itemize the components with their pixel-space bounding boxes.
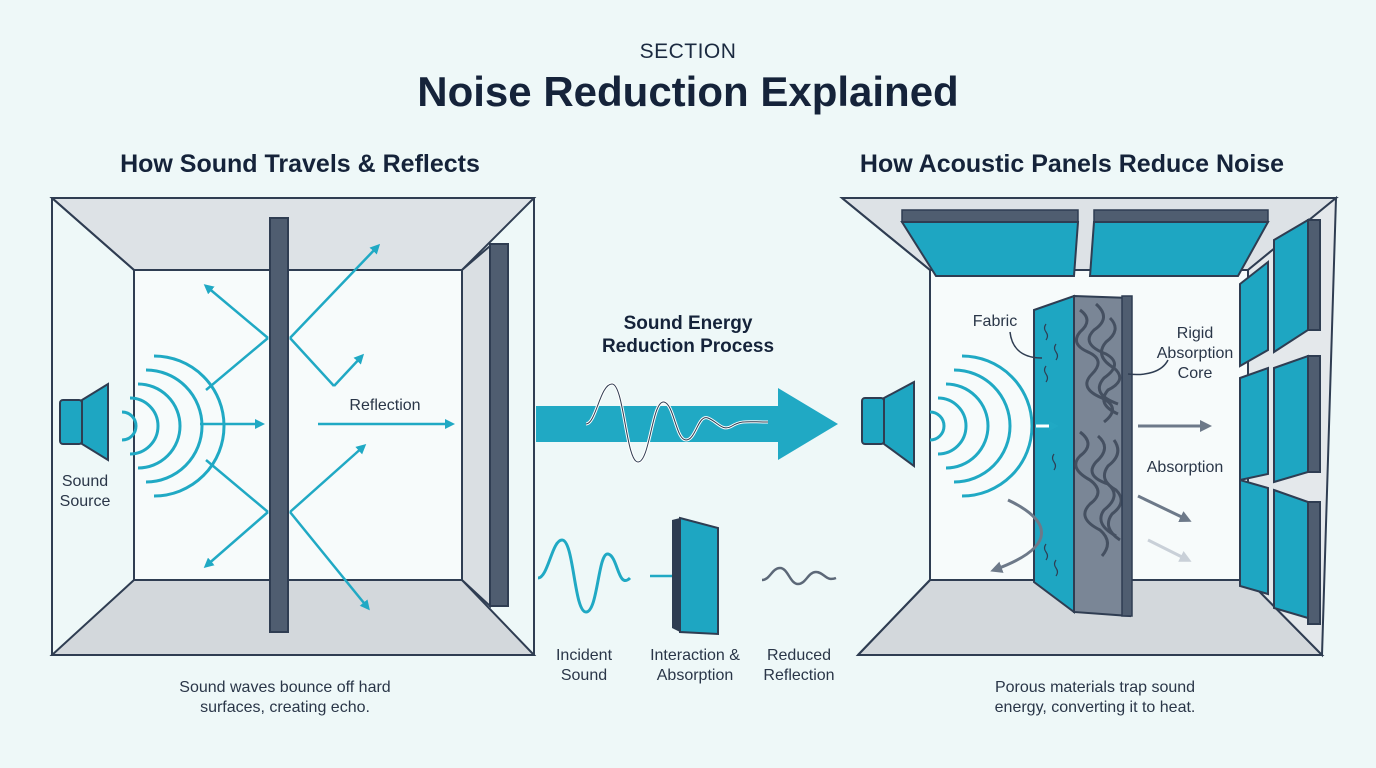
page-title: Noise Reduction Explained: [417, 68, 959, 115]
reduced-wave: [761, 566, 837, 586]
step-interaction-label: Interaction & Absorption: [650, 647, 740, 684]
step-incident-label: Incident Sound: [555, 647, 613, 684]
speaker-icon-right: [861, 380, 915, 468]
absorption-label: Absorption: [1146, 459, 1224, 476]
middle-heading: Sound Energy Reduction Process: [601, 313, 775, 357]
faint-arrow: [1147, 538, 1192, 562]
fabric-leader: [1009, 331, 1043, 359]
left-caption: Sound waves bounce off hard surfaces, cr…: [179, 679, 391, 716]
sound-waves-left: [121, 354, 226, 498]
hard-wall-right: [489, 243, 509, 607]
right-heading: How Acoustic Panels Reduce Noise: [859, 150, 1285, 178]
incident-wave: [537, 538, 632, 614]
step-reduced-label: Reduced Reflection: [763, 647, 835, 684]
section-label: SECTION: [639, 40, 737, 63]
left-room: [49, 197, 537, 656]
reflection-arrows: [200, 243, 455, 611]
reflected-arrow: [990, 498, 1043, 573]
absorbed-arrow: [1137, 494, 1192, 522]
reflection-label: Reflection: [349, 397, 421, 414]
wall-panels: [1239, 218, 1321, 625]
sound-waves-right: [929, 354, 1034, 498]
energy-arrow: [536, 382, 838, 464]
mini-panel: [672, 516, 719, 636]
hard-wall-center: [269, 217, 289, 633]
acoustic-panel: [1033, 294, 1133, 618]
core-label: Rigid Absorption Core: [1156, 325, 1234, 382]
sound-source-label: Sound Source: [59, 473, 111, 510]
ceiling-panels: [900, 209, 1270, 277]
core-leader: [1127, 359, 1169, 376]
speaker-icon: [59, 382, 109, 462]
right-caption: Porous materials trap sound energy, conv…: [994, 679, 1196, 716]
fabric-label: Fabric: [972, 313, 1018, 330]
left-heading: How Sound Travels & Reflects: [120, 150, 480, 178]
